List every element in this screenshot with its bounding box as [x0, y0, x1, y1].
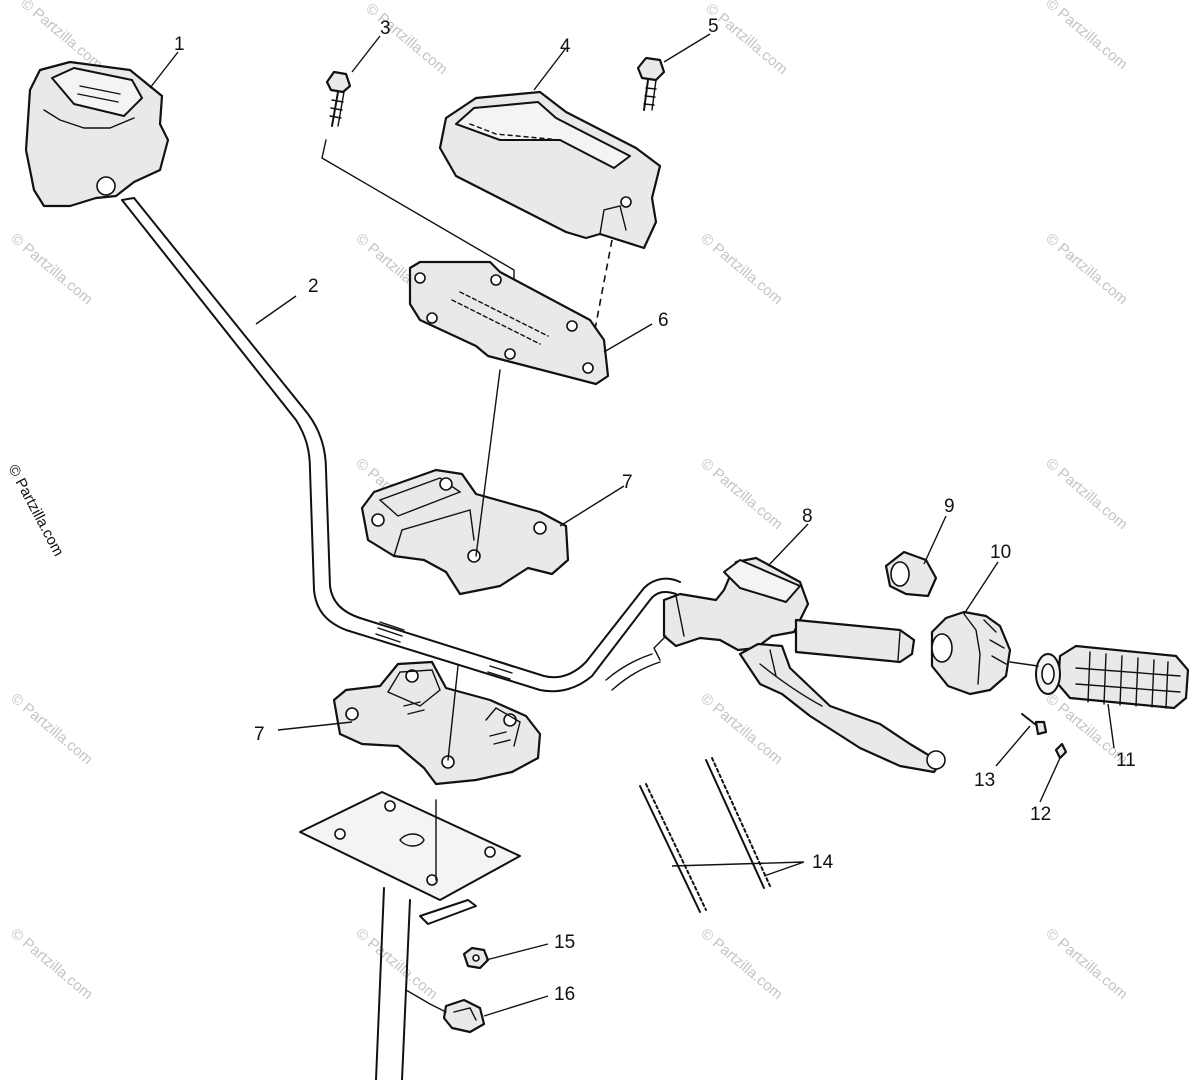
grip-guide-line — [1009, 661, 1039, 667]
callout-3: 3 — [380, 18, 391, 39]
callout-9: 9 — [944, 496, 955, 517]
callout-8: 8 — [802, 506, 813, 527]
callout-15: 15 — [554, 932, 575, 953]
callout-13: 13 — [974, 770, 995, 791]
leader-lines — [149, 33, 1115, 1017]
callout-16: 16 — [554, 984, 575, 1005]
callout-2: 2 — [308, 276, 319, 297]
watermark: © Partzilla.com — [1042, 455, 1130, 533]
throttle-tube — [794, 618, 916, 664]
nut — [462, 946, 490, 970]
lower-clamp-guide-line — [447, 665, 459, 761]
hand-grip — [1035, 644, 1190, 710]
brake-lever — [738, 642, 946, 774]
bolt-3 — [325, 70, 352, 127]
bolt-5-guide-line — [587, 239, 613, 367]
brake-master-cylinder — [653, 556, 810, 661]
handlebar-clamp-upper — [360, 468, 570, 596]
switch-housing — [930, 610, 1012, 696]
callout-6: 6 — [658, 310, 669, 331]
watermark: © Partzilla.com — [7, 925, 95, 1003]
bolt-5 — [636, 56, 666, 111]
watermark: © Partzilla.com — [697, 690, 785, 768]
watermark: © Partzilla.com — [1042, 925, 1130, 1003]
watermark: © Partzilla.com — [17, 0, 105, 73]
pin-12 — [1054, 742, 1068, 760]
callout-14: 14 — [812, 852, 834, 873]
callout-5: 5 — [708, 16, 719, 37]
watermark: © Partzilla.com — [1042, 0, 1130, 73]
bushing — [884, 550, 938, 598]
callout-4: 4 — [560, 36, 571, 57]
handlebar-clamp-lower — [332, 660, 542, 786]
gasket-plate — [299, 791, 521, 901]
callout-10: 10 — [990, 542, 1011, 563]
callout-7-lower: 7 — [254, 724, 265, 745]
watermark: © Partzilla.com — [7, 230, 95, 308]
screw-13 — [1021, 713, 1048, 736]
handlebar — [121, 197, 681, 693]
top-cover — [438, 90, 662, 250]
throttle-housing — [24, 60, 170, 208]
mounting-plate — [408, 260, 610, 386]
watermark: © Partzilla.com — [1042, 230, 1130, 308]
cable-rods — [639, 757, 771, 913]
cable-line — [405, 989, 447, 1013]
callout-1: 1 — [174, 34, 185, 55]
callout-11: 11 — [1116, 750, 1136, 771]
callout-7-upper: 7 — [622, 472, 633, 493]
callout-12: 12 — [1030, 804, 1051, 825]
watermark: © Partzilla.com — [7, 690, 95, 768]
watermark: © Partzilla.com — [697, 925, 785, 1003]
upper-clamp-guide-line — [475, 369, 501, 557]
callout-numbers: 1 2 3 4 5 6 7 7 8 9 10 11 12 13 14 15 16 — [174, 16, 1136, 1005]
watermark: © Partzilla.com — [702, 0, 790, 78]
watermark: © Partzilla.com — [697, 230, 785, 308]
watermark: © Partzilla.com — [362, 0, 450, 78]
watermark: © Partzilla.com — [697, 455, 785, 533]
watermark: © Partzilla.com — [352, 925, 440, 1003]
cable-clip — [442, 998, 486, 1034]
side-watermark: © Partzilla.com — [4, 462, 66, 559]
